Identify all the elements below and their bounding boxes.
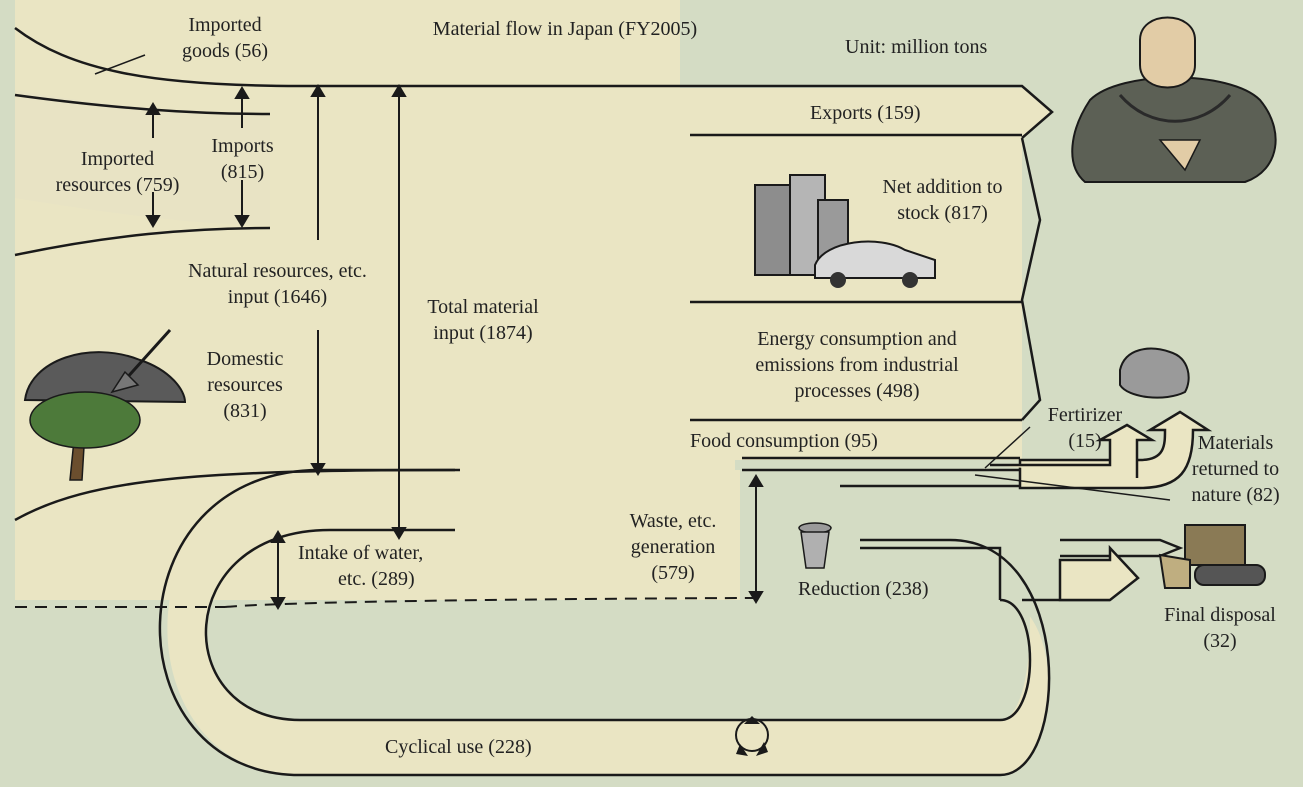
waste-generation-label: Waste, etc.generation(579) — [629, 510, 717, 584]
imports-label: Imports(815) — [211, 135, 274, 183]
buildings-and-car-icon — [754, 174, 936, 288]
reduction-label: Reduction (238) — [798, 578, 929, 600]
exports-label: Exports (159) — [810, 102, 921, 124]
fertilizer-label: Fertirizer(15) — [1047, 404, 1123, 452]
final-disposal-label: Final disposal(32) — [1164, 604, 1276, 652]
trash-can-icon — [798, 522, 832, 569]
fertilizer-arrow — [990, 423, 1157, 478]
soil-pile-with-shovel-icon — [23, 328, 187, 404]
import-gap — [15, 90, 270, 225]
cyclical-use-label: Cyclical use (228) — [385, 736, 532, 758]
tree-icon — [29, 391, 141, 481]
recycle-icon — [735, 716, 769, 756]
rock-pile-icon — [1119, 347, 1190, 399]
monk-icon — [1071, 16, 1277, 183]
diagram-title: Material flow in Japan (FY2005) — [432, 18, 698, 40]
materials-leader — [974, 474, 1171, 501]
final-disposal-arrow — [1058, 544, 1140, 602]
boundary-line — [224, 597, 756, 608]
natural-resources-label: Natural resources, etc.input (1646) — [188, 260, 367, 308]
food-consumption-label: Food consumption (95) — [690, 430, 878, 452]
measurement-arrows — [145, 84, 764, 610]
fertilizer-leader — [984, 426, 1031, 469]
imported-goods-leader — [94, 54, 146, 75]
bulldozer-icon — [1158, 524, 1266, 589]
main-flow-band — [15, 0, 1052, 600]
loop-inner-fill — [210, 530, 740, 600]
unit-label: Unit: million tons — [845, 36, 988, 58]
intake-of-water-label: Intake of water,etc. (289) — [298, 542, 424, 590]
